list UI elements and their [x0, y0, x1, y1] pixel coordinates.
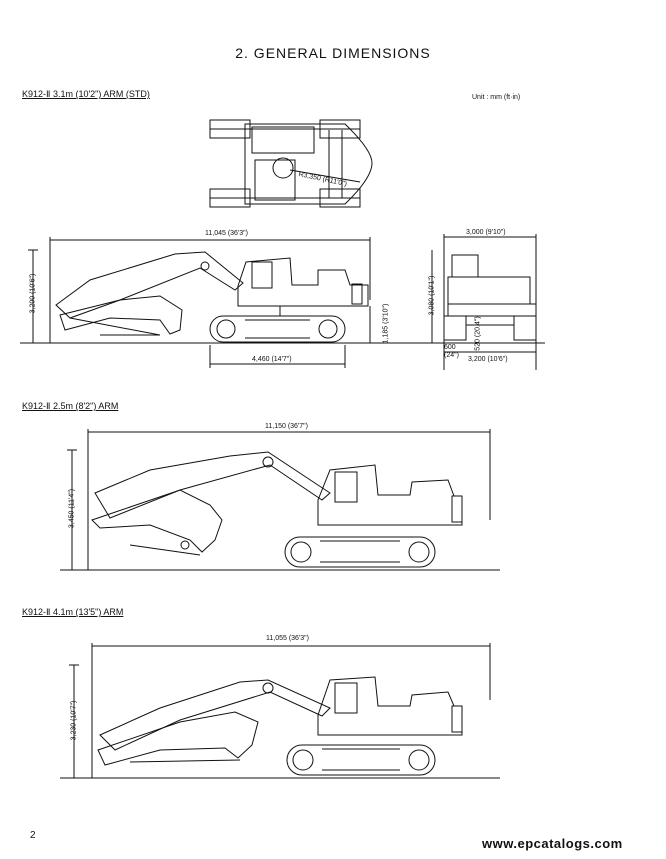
dim-overall-height-4-1m: 3,230 (10'7") [70, 700, 78, 741]
dim-overall-length-2-5m: 11,150 (36'7") [265, 423, 308, 430]
rear-view [420, 234, 545, 370]
page-number: 2 [30, 830, 36, 841]
section-heading-2-5m-arm: K912-Ⅱ 2.5m (8'2") ARM [22, 401, 119, 411]
dim-track-length: 4,460 (14'7") [252, 356, 292, 363]
dim-counterweight-clearance: 1,185 (3'10") [382, 303, 390, 344]
dim-overall-length-std: 11,045 (36'3") [205, 230, 248, 237]
dim-overall-length-4-1m: 11,055 (36'3") [266, 635, 309, 642]
side-view-std [20, 237, 440, 368]
dim-cab-height: 3,080 (10'1") [428, 275, 436, 316]
footer-website: www.epcatalogs.com [482, 836, 623, 851]
page-title: 2. GENERAL DIMENSIONS [235, 45, 431, 61]
side-view-4-1m-arm [60, 643, 500, 778]
side-view-2-5m-arm [60, 429, 500, 570]
dim-ground-clearance: 520 (20.4") [474, 316, 482, 351]
dim-overall-height-std: 3,200 (10'6") [29, 273, 37, 314]
dim-shoe-width: 600 (24") [444, 344, 459, 359]
section-heading-4-1m-arm: K912-Ⅱ 4.1m (13'5") ARM [22, 607, 124, 617]
dim-overall-height-2-5m: 3,450 (11'4") [68, 488, 76, 529]
dim-track-gauge: 3,200 (10'6") [468, 356, 508, 363]
top-view [210, 120, 372, 207]
section-heading-std-arm: K912-Ⅱ 3.1m (10'2") ARM (STD) [22, 89, 150, 99]
dim-overall-width: 3,000 (9'10") [466, 229, 506, 236]
unit-label: Unit : mm (ft·in) [472, 94, 521, 101]
